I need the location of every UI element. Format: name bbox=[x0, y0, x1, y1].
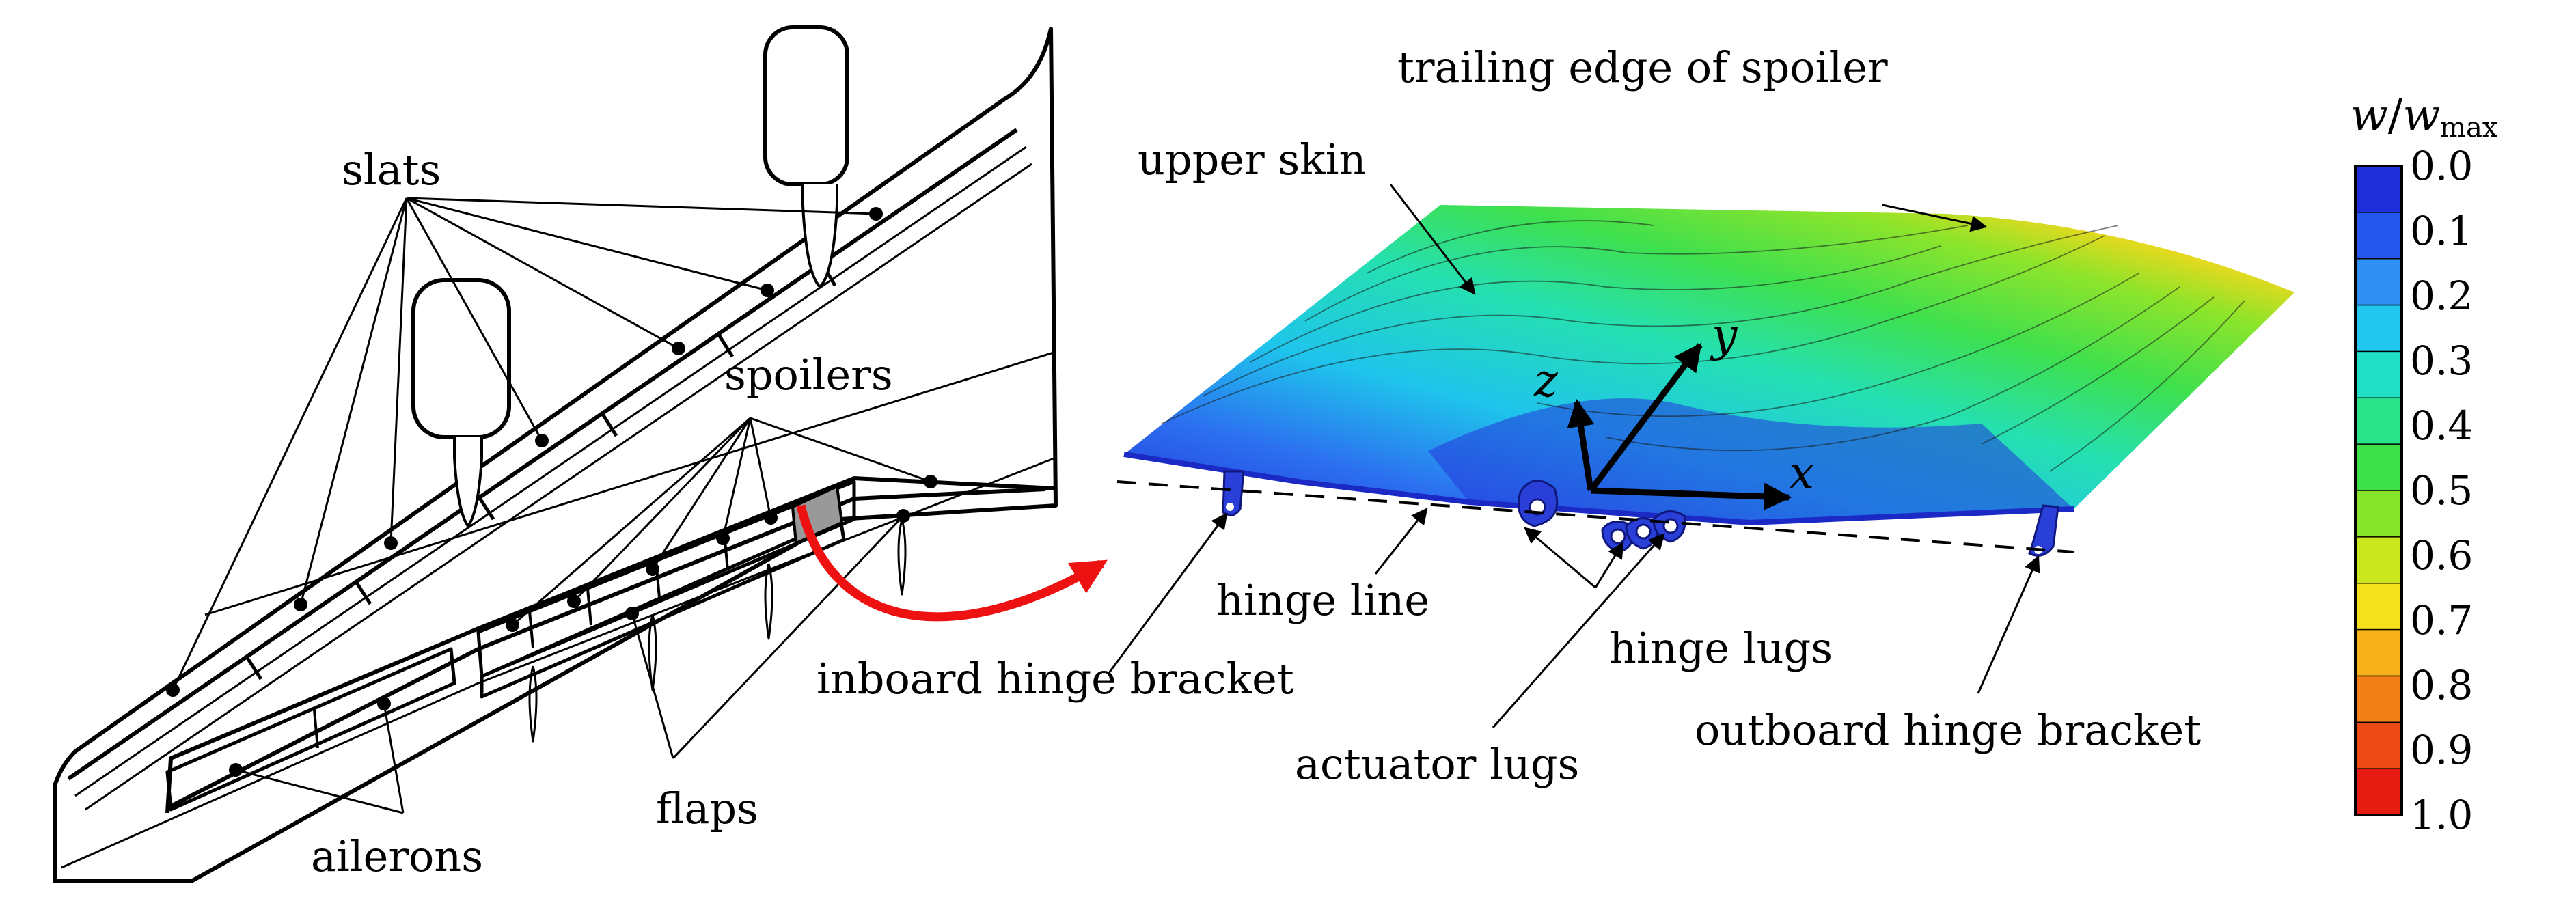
colorbar-swatch bbox=[2355, 258, 2402, 306]
colorbar: w/wmax 0.0 0.1 0.2 0.3 0.4 0.5 0.6 0.7 0.8 0.9 1.0 bbox=[2351, 90, 2498, 838]
colorbar-swatch bbox=[2355, 675, 2402, 723]
label-hinge-lugs: hinge lugs bbox=[1609, 623, 1833, 673]
colorbar-tick-label: 0.7 bbox=[2410, 597, 2473, 644]
spoiler-fe-model: x y z bbox=[1116, 205, 2294, 557]
colorbar-ticks: 0.0 0.1 0.2 0.3 0.4 0.5 0.6 0.7 0.8 0.9 1.0 bbox=[2410, 143, 2473, 838]
label-hinge-line: hinge line bbox=[1216, 575, 1429, 625]
colorbar-swatch bbox=[2355, 397, 2402, 445]
axis-x-label: x bbox=[1789, 447, 1814, 499]
outboard-hinge-bracket bbox=[2028, 504, 2059, 557]
colorbar-tick-label: 0.5 bbox=[2410, 467, 2473, 514]
label-trailing-edge: trailing edge of spoiler bbox=[1397, 42, 1888, 92]
label-outboard-bracket: outboard hinge bracket bbox=[1695, 705, 2201, 755]
colorbar-tick-label: 0.0 bbox=[2410, 143, 2473, 189]
colorbar-swatch bbox=[2355, 350, 2402, 399]
spoiler-annotation-arrows bbox=[1108, 184, 2040, 728]
label-upper-skin: upper skin bbox=[1138, 135, 1367, 184]
coordinate-axes bbox=[1567, 342, 1792, 510]
colorbar-swatch bbox=[2355, 212, 2402, 260]
label-ailerons: ailerons bbox=[311, 831, 483, 881]
axis-y-label: y bbox=[1710, 309, 1738, 361]
colorbar-swatch bbox=[2355, 304, 2402, 353]
wing-outline bbox=[53, 27, 1058, 883]
label-inboard-bracket: inboard hinge bracket bbox=[817, 654, 1294, 704]
colorbar-swatch bbox=[2355, 628, 2402, 677]
colorbar-swatch bbox=[2355, 721, 2402, 770]
slats-leaders bbox=[172, 197, 877, 691]
spoilers-leaders bbox=[512, 417, 931, 626]
label-flaps: flaps bbox=[656, 784, 758, 833]
colorbar-tick-label: 0.2 bbox=[2410, 273, 2473, 319]
engine-outboard bbox=[763, 25, 849, 289]
label-spoilers: spoilers bbox=[724, 350, 893, 400]
colorbar-tick-label: 0.4 bbox=[2410, 402, 2473, 449]
colorbar-tick-label: 1.0 bbox=[2410, 792, 2473, 838]
colorbar-swatch bbox=[2355, 768, 2402, 816]
axis-z-label: z bbox=[1533, 355, 1559, 407]
colorbar-swatches bbox=[2355, 165, 2402, 816]
colorbar-swatch bbox=[2355, 443, 2402, 492]
colorbar-tick-label: 0.3 bbox=[2410, 337, 2473, 384]
colorbar-swatch bbox=[2355, 490, 2402, 538]
magnify-arrow bbox=[796, 504, 1108, 622]
colorbar-title: w/wmax bbox=[2351, 90, 2498, 143]
colorbar-tick-label: 0.6 bbox=[2410, 532, 2473, 579]
ailerons-leaders bbox=[235, 703, 405, 814]
hinge-line bbox=[1116, 480, 2074, 553]
label-slats: slats bbox=[342, 145, 441, 195]
colorbar-tick-label: 0.9 bbox=[2410, 727, 2473, 773]
colorbar-tick-label: 0.8 bbox=[2410, 662, 2473, 708]
colorbar-swatch bbox=[2355, 582, 2402, 631]
label-actuator-lugs: actuator lugs bbox=[1295, 739, 1579, 789]
colorbar-swatch bbox=[2355, 165, 2402, 214]
flaps-leaders bbox=[631, 514, 905, 760]
engine-inboard bbox=[411, 278, 511, 529]
colorbar-tick-label: 0.1 bbox=[2410, 208, 2473, 254]
wing-planform-drawing bbox=[53, 27, 1058, 883]
colorbar-swatch bbox=[2355, 536, 2402, 584]
slat-band bbox=[67, 128, 1018, 781]
